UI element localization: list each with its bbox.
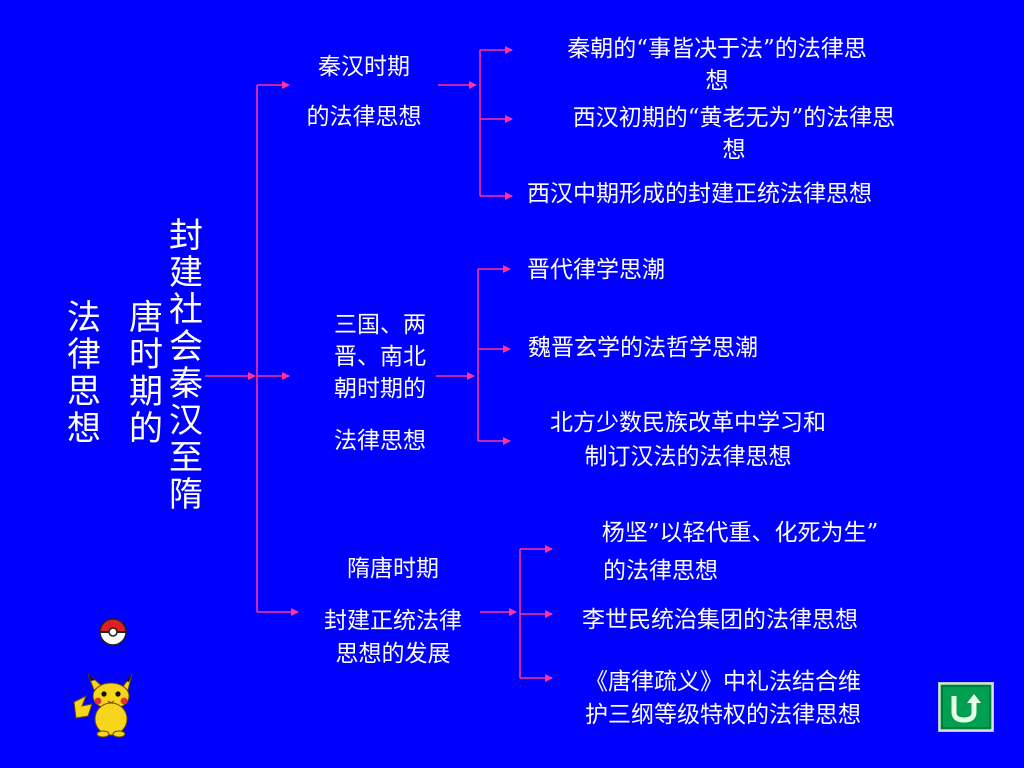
branch-3-label-line-3: 思想的发展 <box>335 641 451 667</box>
leaf-3-1-line-2: 的法律思想 <box>603 558 718 584</box>
root-title-col-mid: 唐时期的 <box>129 298 163 449</box>
pikachu-icon <box>73 673 133 738</box>
branch-2-label-line-3: 朝时期的 <box>334 376 426 402</box>
return-button[interactable] <box>938 682 994 732</box>
leaf-2-1: 晋代律学思潮 <box>527 257 665 283</box>
pokeball-icon <box>99 618 127 646</box>
branch-3-label-line-1: 隋唐时期 <box>347 556 439 582</box>
return-arrow-icon <box>938 682 994 732</box>
branch-2-label-line-1: 三国、两 <box>334 312 426 338</box>
leaf-3-3-line-2: 护三纲等级特权的法律思想 <box>585 702 861 728</box>
branch-2-label-line-2: 晋、南北 <box>334 344 426 370</box>
leaf-3-1-line-1: 杨坚”以轻代重、化死为生” <box>601 520 879 546</box>
leaf-1-3: 西汉中期形成的封建正统法律思想 <box>527 181 872 207</box>
leaf-1-2-line-2: 想 <box>722 137 746 163</box>
leaf-2-3-line-1: 北方少数民族改革中学习和 <box>550 410 826 436</box>
leaf-1-1-line-1: 秦朝的“事皆决于法”的法律思 <box>567 36 867 62</box>
root-title-col-left: 法律思想 <box>67 298 101 449</box>
root-title-col-right: 封建社会秦汉至隋 <box>169 216 203 515</box>
leaf-2-3-line-2: 制订汉法的法律思想 <box>584 444 792 470</box>
branch-2-label-line-4: 法律思想 <box>334 428 426 454</box>
branch-3-label-line-2: 封建正统法律 <box>324 608 462 634</box>
leaf-3-3-line-1: 《唐律疏义》中礼法结合维 <box>585 669 861 695</box>
branch-1-label-line-1: 秦汉时期 <box>318 54 410 80</box>
leaf-1-1-line-2: 想 <box>705 68 729 94</box>
leaf-3-2: 李世民统治集团的法律思想 <box>582 607 858 633</box>
leaf-2-2: 魏晋玄学的法哲学思潮 <box>528 335 758 361</box>
branch-1-label-line-2: 的法律思想 <box>306 104 422 130</box>
leaf-1-2-line-1: 西汉初期的“黄老无为”的法律思 <box>572 105 896 131</box>
